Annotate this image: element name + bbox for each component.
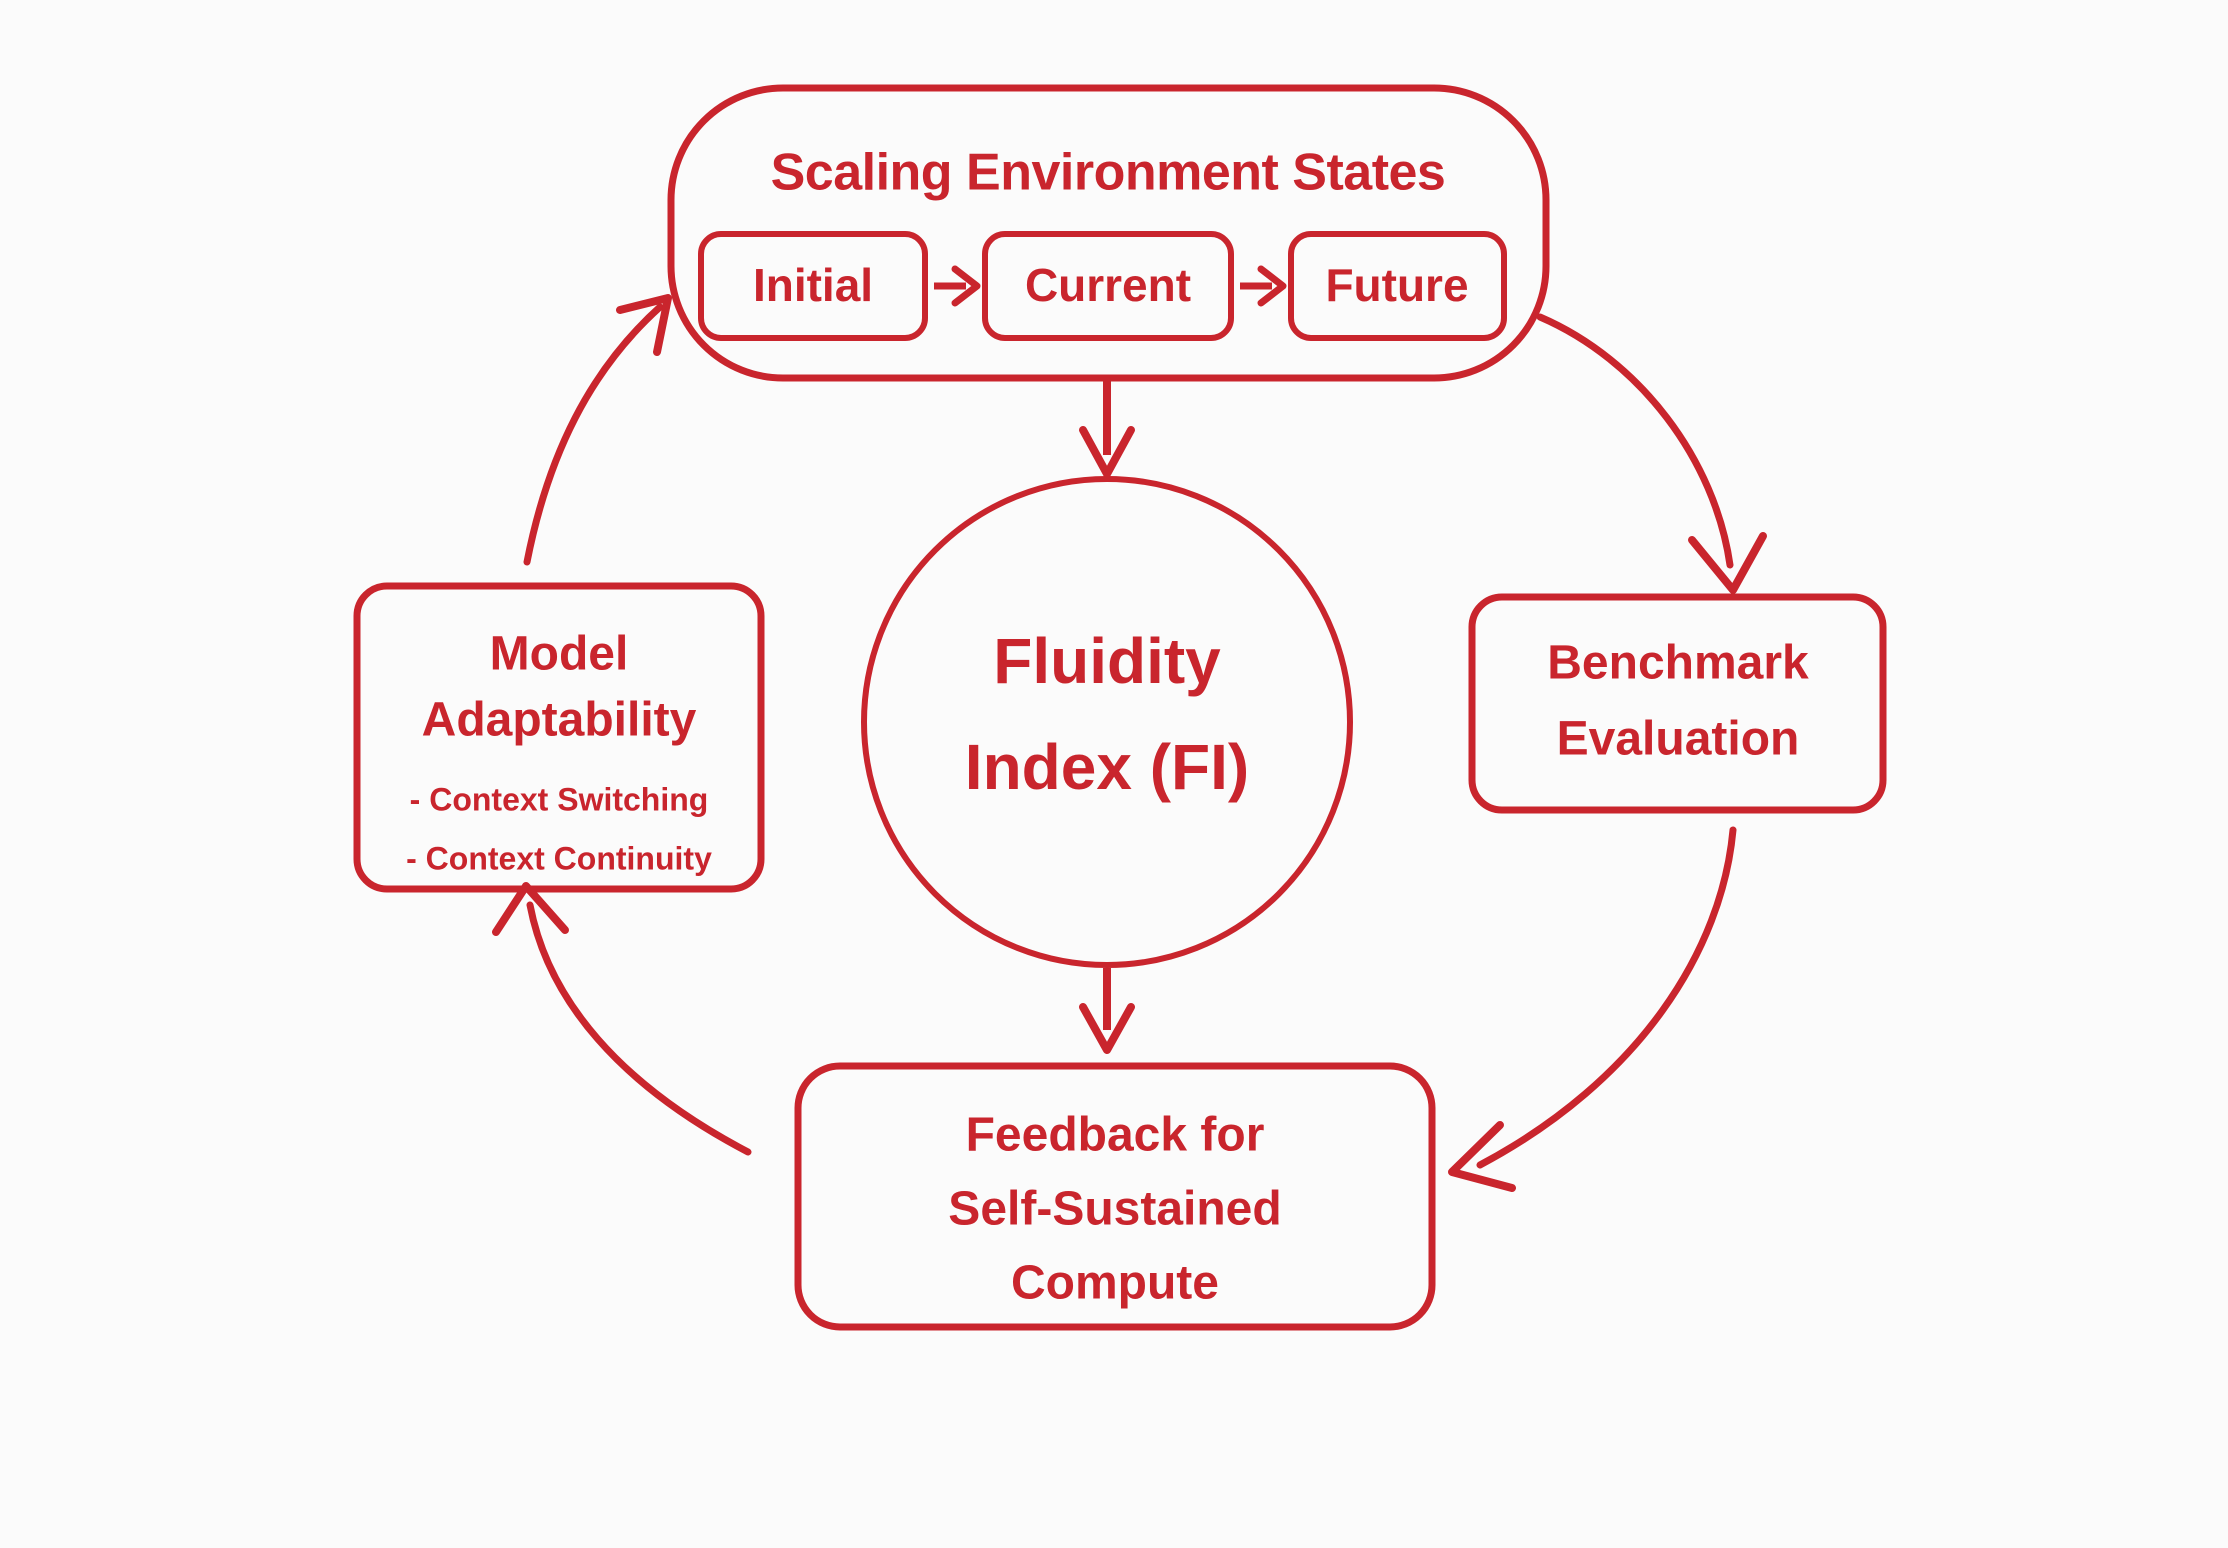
arrow-curve [523,303,664,566]
fluidity-index-line1: Fluidity [993,625,1221,697]
adaptability-box-outline [353,582,765,893]
arrow-curve [526,901,752,1156]
arrow-right-icon [1257,265,1287,307]
benchmark-line1: Benchmark [1547,637,1809,690]
node-feedback-self-sustained-compute[interactable]: Feedback for Self-Sustained Compute [794,1062,1436,1331]
state-chip-current[interactable]: Current [982,231,1234,341]
connector-benchmark-to-feedback [1448,826,1737,1192]
arrow-down-icon [1079,1003,1135,1054]
curved-arrow-head-icon [1448,1121,1516,1192]
adaptability-line2: Adaptability [422,694,697,747]
curved-arrow-head-icon [616,294,672,356]
state-chip-initial[interactable]: Initial [698,231,928,341]
adaptability-bullet-1: - Context Switching [410,781,709,817]
connector-initial-to-current [934,265,981,307]
node-scaling-environment-states[interactable]: Scaling Environment States Initial Curre… [667,84,1550,382]
connector-center-to-feedback [1079,968,1135,1054]
initial-chip-label: Initial [753,259,873,311]
future-chip-outline [1288,231,1507,341]
arrow-curve [1476,826,1737,1169]
feedback-line2: Self-Sustained [948,1183,1281,1236]
arrow-right-icon [951,265,981,307]
benchmark-line2: Evaluation [1557,713,1800,766]
current-chip-label: Current [1025,259,1191,311]
benchmark-box-outline [1468,593,1887,814]
initial-chip-outline [698,231,928,341]
node-model-adaptability[interactable]: Model Adaptability - Context Switching -… [353,582,765,893]
current-chip-outline [982,231,1234,341]
feedback-box-outline [794,1062,1436,1331]
feedback-line3: Compute [1011,1257,1219,1310]
environment-capsule-outline [667,84,1550,382]
fluidity-circle-outline [861,476,1353,968]
future-chip-label: Future [1325,259,1468,311]
curved-arrow-head-icon [1688,532,1767,594]
adaptability-bullet-2: - Context Continuity [406,840,712,876]
node-benchmark-evaluation[interactable]: Benchmark Evaluation [1468,593,1887,814]
connector-adaptability-to-environment [523,294,672,566]
adaptability-line1: Model [490,628,629,681]
arrow-down-icon [1079,426,1135,478]
feedback-line1: Feedback for [966,1109,1265,1162]
environment-title: Scaling Environment States [771,144,1446,202]
connector-current-to-future [1240,265,1287,307]
connector-environment-to-center [1079,378,1135,478]
fluidity-index-line2: Index (FI) [965,731,1249,803]
state-chip-future[interactable]: Future [1288,231,1507,341]
connector-feedback-to-adaptability [492,882,752,1156]
arrow-curve [1536,313,1734,569]
connector-environment-to-benchmark [1536,313,1767,594]
node-fluidity-index[interactable]: Fluidity Index (FI) [861,476,1353,968]
